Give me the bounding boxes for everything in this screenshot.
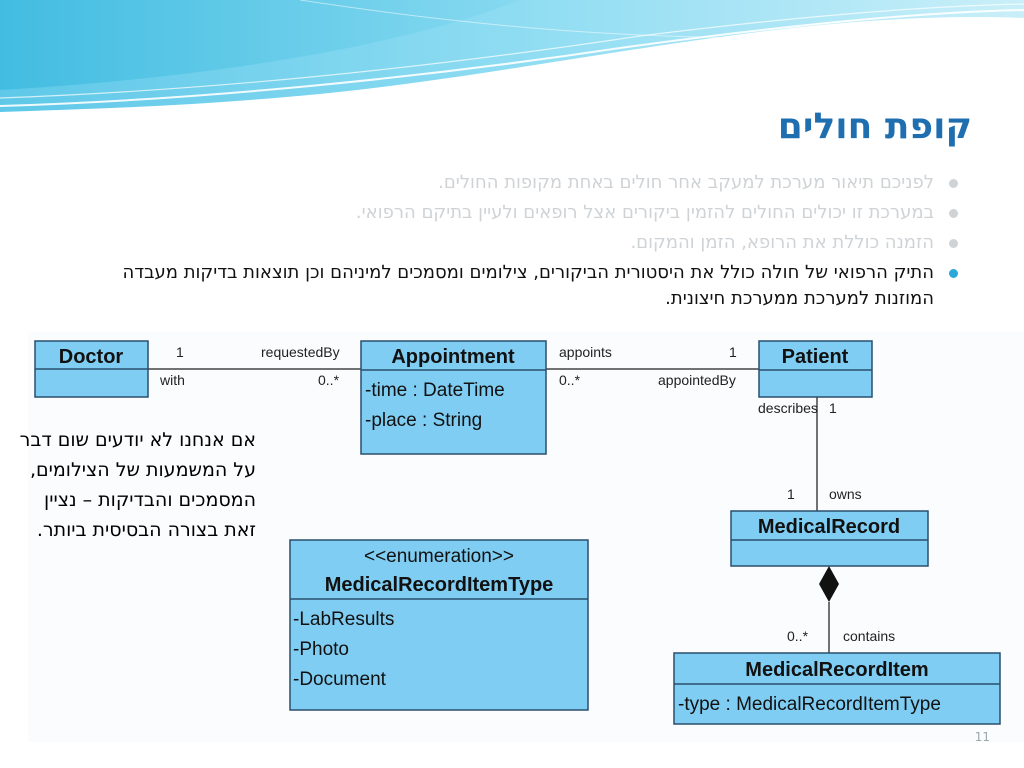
mult-record: 1: [787, 486, 795, 502]
mult-patient-record: 1: [829, 400, 837, 416]
bullet-text: הזמנה כוללת את הרופא, הזמן והמקום.: [630, 232, 934, 253]
bullet-item-4: התיק הרפואי של חולה כולל את היסטורית הבי…: [74, 260, 958, 312]
class-name: Appointment: [391, 346, 515, 368]
class-name: MedicalRecord: [758, 516, 900, 538]
class-attribute: -place : String: [365, 410, 482, 431]
mult-item: 0..*: [787, 628, 809, 644]
header-wave-decoration: [0, 0, 1024, 112]
mult-patient: 1: [729, 344, 737, 360]
class-name: MedicalRecordItem: [745, 659, 928, 681]
enum-literal: -Photo: [293, 639, 349, 660]
class-medical-record-item: MedicalRecordItem -type : MedicalRecordI…: [673, 652, 1001, 725]
bullet-item-1: לפניכם תיאור מערכת למעקב אחר חולים באחת …: [74, 168, 958, 198]
enum-literal: -Document: [293, 669, 387, 690]
page-title: קופת חולים: [777, 106, 972, 147]
class-doctor: Doctor: [34, 340, 149, 398]
composition-diamond-icon: [819, 566, 839, 602]
class-name: Doctor: [59, 346, 124, 368]
role-describes: describes: [758, 400, 818, 416]
bullet-item-3: הזמנה כוללת את הרופא, הזמן והמקום.: [74, 228, 958, 258]
enum-medical-record-item-type: <<enumeration>> MedicalRecordItemType -L…: [289, 539, 589, 711]
enum-literal: -LabResults: [293, 609, 394, 630]
enum-stereotype: <<enumeration>>: [364, 546, 514, 567]
mult-doctor: 1: [176, 344, 184, 360]
class-attribute: -type : MedicalRecordItemType: [678, 694, 941, 715]
class-name: Patient: [782, 346, 849, 368]
class-name: MedicalRecordItemType: [325, 574, 554, 596]
class-patient: Patient: [758, 340, 873, 398]
bullet-text: התיק הרפואי של חולה כולל את היסטורית הבי…: [122, 262, 934, 309]
page-number: 11: [974, 730, 990, 744]
class-medical-record: MedicalRecord: [730, 510, 929, 567]
bullet-dot-icon: [949, 239, 958, 248]
role-appoints: appoints: [559, 344, 612, 360]
bullet-dot-icon: [949, 179, 958, 188]
role-owns: owns: [829, 486, 862, 502]
class-appointment: Appointment -time : DateTime -place : St…: [360, 340, 547, 455]
bullet-text: במערכת זו יכולים החולים להזמין ביקורים א…: [355, 202, 934, 223]
bullet-dot-icon: [949, 209, 958, 218]
role-requested-by: requestedBy: [261, 344, 340, 360]
role-appointed-by: appointedBy: [658, 372, 736, 388]
class-attribute: -time : DateTime: [365, 380, 505, 401]
bullet-item-2: במערכת זו יכולים החולים להזמין ביקורים א…: [74, 198, 958, 228]
bullet-list: לפניכם תיאור מערכת למעקב אחר חולים באחת …: [74, 168, 958, 312]
mult-appointment-right: 0..*: [559, 372, 581, 388]
mult-appointment-left: 0..*: [318, 372, 340, 388]
bullet-dot-icon: [949, 269, 958, 278]
bullet-text: לפניכם תיאור מערכת למעקב אחר חולים באחת …: [438, 172, 934, 193]
role-contains: contains: [843, 628, 895, 644]
side-note: אם אנחנו לא יודעים שום דבר על המשמעות של…: [19, 429, 256, 541]
role-with: with: [159, 372, 185, 388]
